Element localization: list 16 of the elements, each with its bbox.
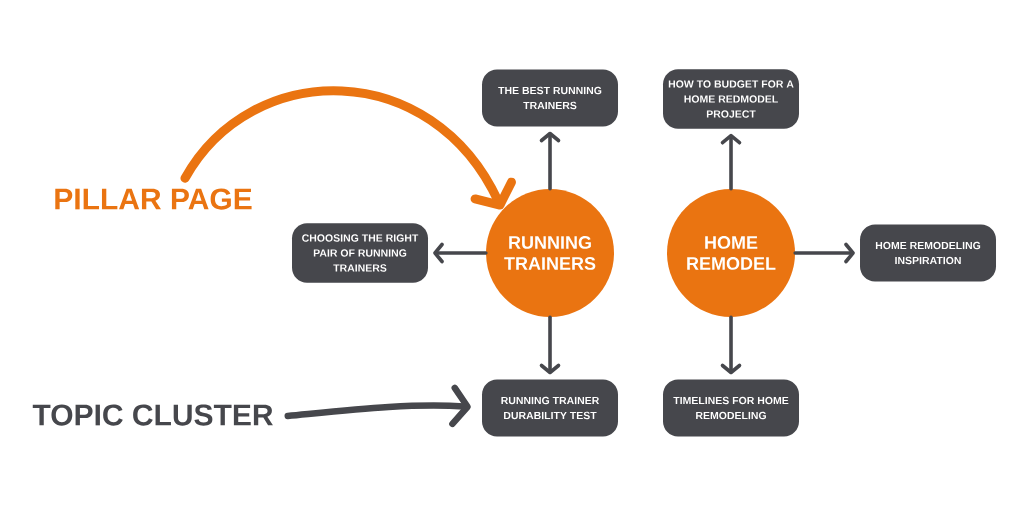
callout-label: PILLAR PAGE: [55, 188, 252, 210]
topic-box: CHOOSING THE RIGHT PAIR OF RUNNING TRAINERS: [292, 223, 428, 283]
topic-box: TIMELINES FOR HOME REMODELING: [663, 379, 799, 437]
topic-box: HOW TO BUDGET FOR A HOME REDMODEL PROJECT: [663, 69, 799, 129]
curved-arrow: [284, 384, 471, 428]
arrow: [539, 315, 561, 375]
arrow: [433, 242, 488, 264]
topic-box: RUNNING TRAINER DURABILITY TEST: [482, 379, 618, 437]
topic-box: HOME REMODELING INSPIRATION: [860, 224, 996, 282]
arrow: [539, 131, 561, 191]
arrow: [720, 133, 742, 191]
topic-box: THE BEST RUNNING TRAINERS: [482, 69, 618, 127]
arrow: [793, 242, 855, 264]
curved-arrow: [180, 86, 516, 210]
callout-label: TOPIC CLUSTER: [32, 404, 273, 426]
arrow: [720, 315, 742, 375]
